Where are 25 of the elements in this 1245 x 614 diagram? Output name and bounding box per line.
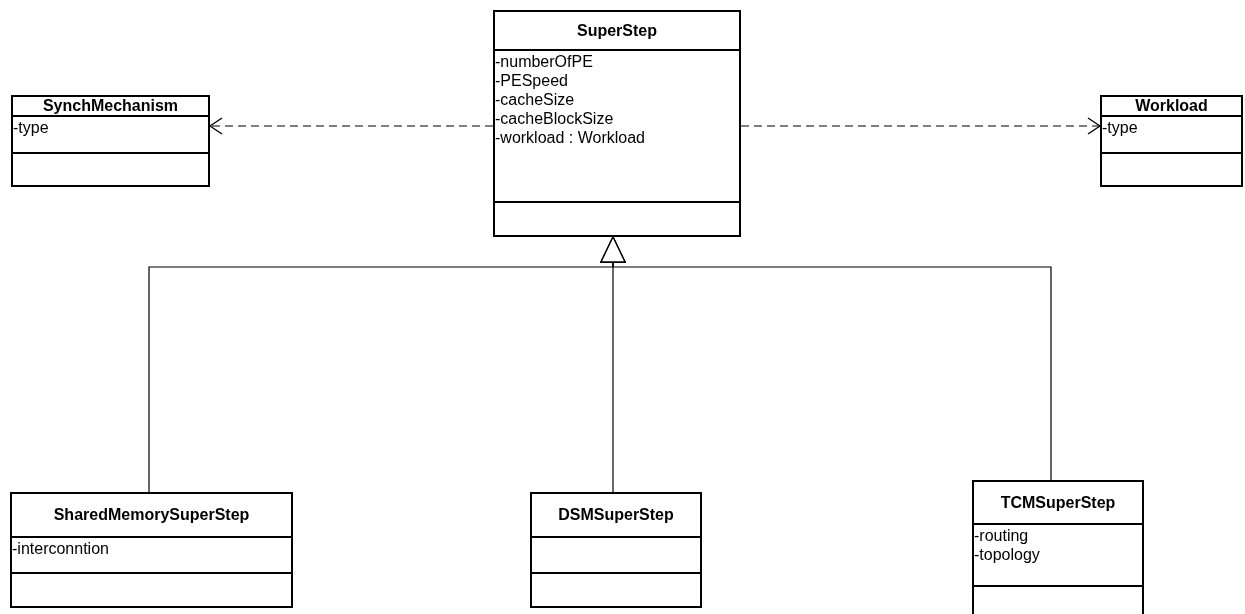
class-name: DSMSuperStep xyxy=(557,506,675,524)
attribute-text: -PESpeed xyxy=(495,71,568,90)
class-name: Workload xyxy=(1134,97,1209,115)
attribute-text: -topology xyxy=(974,545,1040,564)
class-box xyxy=(972,480,1144,614)
class-name: SuperStep xyxy=(576,21,658,40)
class-box xyxy=(1100,95,1243,187)
attribute-text: -workload : Workload xyxy=(495,128,645,147)
class-name: SynchMechanism xyxy=(41,97,180,115)
dependency-arrow xyxy=(209,117,494,135)
class-box xyxy=(493,10,741,237)
class-name: SharedMemorySuperStep xyxy=(52,506,251,524)
attribute-text: -type xyxy=(13,118,49,137)
attribute-text: -type xyxy=(1102,118,1138,137)
class-box xyxy=(11,95,210,187)
class-box xyxy=(10,492,293,608)
attribute-text: -cacheBlockSize xyxy=(495,109,614,128)
inheritance-arrow xyxy=(600,236,1052,481)
attribute-text: -numberOfPE xyxy=(495,52,593,71)
class-name: TCMSuperStep xyxy=(999,493,1117,512)
attribute-text: -interconntion xyxy=(12,539,109,558)
class-box xyxy=(530,492,702,608)
dependency-arrow xyxy=(740,117,1101,135)
attribute-text: -cacheSize xyxy=(495,90,575,109)
attribute-text: -routing xyxy=(974,526,1029,545)
